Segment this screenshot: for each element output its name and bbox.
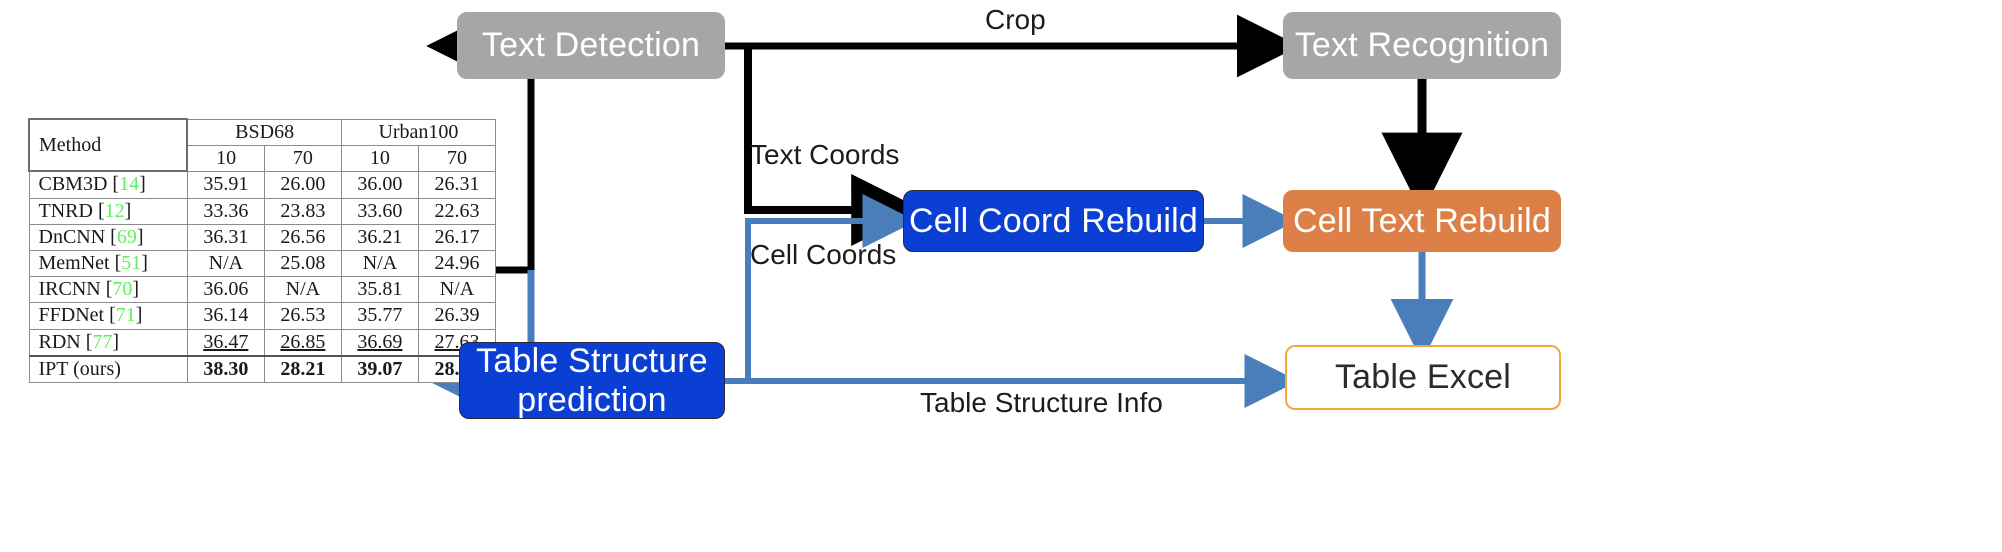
cell-bsd68-70: 26.56	[263, 223, 342, 251]
cell-bsd68-10: N/A	[186, 249, 265, 278]
cell-bsd68-70: 26.53	[263, 302, 342, 330]
cell-method: DnCNN [69]	[28, 223, 188, 251]
cell-method: CBM3D [14]	[28, 170, 188, 199]
edge-label-text-coords: Text Coords	[750, 139, 900, 170]
cell-bsd68-10: 38.30	[186, 354, 265, 383]
cell-bsd68-70: 25.08	[263, 249, 342, 278]
node-cell-text-rebuild[interactable]: Cell Text Rebuild	[1283, 190, 1561, 252]
th-bsd68-70: 70	[263, 144, 342, 172]
cell-bsd68-10: 33.36	[186, 197, 265, 225]
node-text-detection[interactable]: Text Detection	[457, 12, 725, 79]
node-table-excel[interactable]: Table Excel	[1285, 345, 1561, 410]
cell-method: IPT (ours)	[28, 354, 188, 383]
cell-urban-70: 26.31	[417, 170, 497, 199]
node-cell-coord-rebuild[interactable]: Cell Coord Rebuild	[903, 190, 1204, 252]
th-urban100-10: 10	[340, 144, 419, 172]
cell-bsd68-10: 36.31	[186, 223, 265, 251]
cell-urban-70: 26.17	[417, 223, 497, 251]
cell-urban-70: N/A	[417, 276, 497, 304]
edge-label-cell-coords: Cell Coords	[750, 239, 897, 270]
edge-label-crop: Crop	[985, 4, 1046, 35]
node-table-structure-line2: prediction	[517, 380, 667, 419]
cell-bsd68-10: 35.91	[186, 170, 265, 199]
cell-bsd68-70: 26.85	[263, 328, 342, 357]
cell-urban-10: 35.81	[340, 276, 419, 304]
cell-method: IRCNN [70]	[28, 276, 188, 304]
cell-method: FFDNet [71]	[28, 302, 188, 330]
cell-bsd68-10: 36.06	[186, 276, 265, 304]
th-bsd68-10: 10	[186, 144, 265, 172]
th-group-bsd68: BSD68	[186, 118, 342, 146]
th-method: Method	[27, 117, 189, 173]
cell-urban-10: 36.21	[340, 223, 419, 251]
cell-bsd68-70: 23.83	[263, 197, 342, 225]
cell-bsd68-70: N/A	[263, 276, 342, 304]
cell-urban-70: 24.96	[417, 249, 497, 278]
th-urban100-70: 70	[417, 144, 497, 172]
cell-bsd68-10: 36.47	[186, 328, 265, 357]
node-table-structure-line1: Table Structure	[476, 342, 708, 381]
cell-method: MemNet [51]	[28, 249, 188, 278]
cell-bsd68-10: 36.14	[186, 302, 265, 330]
table-header-row-groups: Method BSD68 Urban100	[27, 117, 497, 173]
cell-bsd68-70: 26.00	[263, 170, 342, 199]
cell-urban-70: 26.39	[417, 302, 497, 330]
cell-urban-10: N/A	[340, 249, 419, 278]
cell-urban-10: 36.69	[340, 328, 419, 357]
node-table-structure-prediction[interactable]: Table Structure prediction	[459, 342, 725, 419]
table-header-row-subcols: 10 70 10 70	[29, 144, 497, 172]
cell-method: RDN [77]	[28, 328, 188, 357]
cell-urban-70: 22.63	[417, 197, 497, 225]
node-text-recognition[interactable]: Text Recognition	[1283, 12, 1561, 79]
th-group-urban100: Urban100	[340, 118, 497, 146]
cell-urban-10: 39.07	[340, 354, 419, 383]
cell-urban-10: 35.77	[340, 302, 419, 330]
results-table: Method BSD68 Urban100 10 70 10 70 CBM3D …	[27, 117, 497, 383]
cell-urban-10: 33.60	[340, 197, 419, 225]
cell-bsd68-70: 28.21	[263, 354, 342, 383]
cell-method: TNRD [12]	[28, 197, 188, 225]
edge-label-table-structure-info: Table Structure Info	[920, 387, 1163, 418]
cell-urban-10: 36.00	[340, 170, 419, 199]
